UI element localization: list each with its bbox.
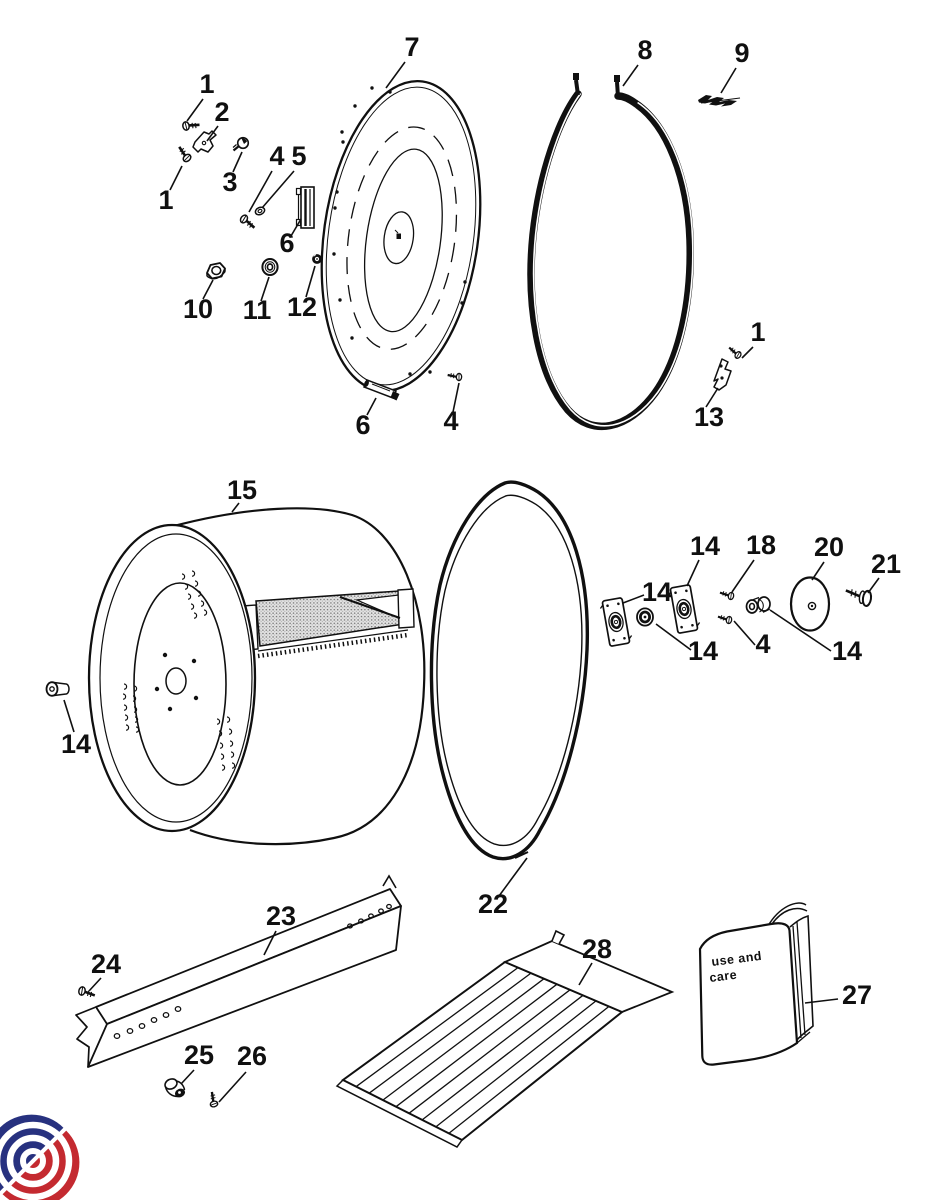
callout-26: 26 xyxy=(237,1041,267,1071)
callout-14b: 14 xyxy=(642,577,672,607)
part-fastener-3 xyxy=(232,136,250,152)
callout-10: 10 xyxy=(183,294,213,324)
part-screw-1a xyxy=(180,118,202,132)
callout-3: 3 xyxy=(222,167,237,197)
part-bushing-25 xyxy=(164,1078,186,1098)
part-screw-4c xyxy=(715,613,734,626)
callout-24: 24 xyxy=(91,949,121,979)
part-pad-6a xyxy=(295,186,315,229)
callout-4c: 4 xyxy=(755,629,770,659)
callout-25: 25 xyxy=(184,1040,214,1070)
part-support-channel-23 xyxy=(75,874,402,1068)
callout-4b: 4 xyxy=(443,406,458,436)
callout-7: 7 xyxy=(404,32,419,62)
part-nut-10 xyxy=(206,262,226,280)
callout-14a: 14 xyxy=(61,729,91,759)
callout-14c: 14 xyxy=(688,636,718,666)
callout-18: 18 xyxy=(746,530,776,560)
callout-23: 23 xyxy=(266,901,296,931)
part-drum-15 xyxy=(87,507,426,846)
part-screw-26 xyxy=(206,1090,220,1109)
part-bearing-plate-14d xyxy=(665,582,703,636)
part-shoulder-screw-21 xyxy=(845,589,873,607)
callout-12: 12 xyxy=(287,292,317,322)
callout-6b: 6 xyxy=(355,410,370,440)
callout-1b: 1 xyxy=(158,185,173,215)
part-front-seal-22 xyxy=(429,480,590,861)
callout-4a: 4 xyxy=(269,141,284,171)
part-heat-shield-28 xyxy=(335,929,675,1148)
callout-27: 27 xyxy=(842,980,872,1010)
callout-8: 8 xyxy=(637,35,652,65)
part-screw-1b xyxy=(173,143,194,165)
part-screw-1c xyxy=(725,344,744,361)
hub-holes xyxy=(154,652,199,712)
callout-20: 20 xyxy=(814,532,844,562)
part-screw-4a xyxy=(237,212,259,232)
callout-labels: 7 1 2 3 1 4 5 6 10 11 12 6 4 8 9 1 13 15… xyxy=(61,32,901,1071)
callout-28: 28 xyxy=(582,934,612,964)
part-rear-bulkhead-7 xyxy=(320,79,482,393)
part-screw-24 xyxy=(76,984,98,1000)
brand-logo xyxy=(0,1114,80,1200)
callout-6a: 6 xyxy=(279,228,294,258)
part-bracket-13 xyxy=(713,358,732,391)
part-bushing-14e xyxy=(745,596,771,614)
rim-holes xyxy=(332,86,467,376)
part-screw-4b xyxy=(446,371,464,382)
part-manual-27: use and care xyxy=(698,902,814,1066)
callout-21: 21 xyxy=(871,549,901,579)
callout-1c: 1 xyxy=(750,317,765,347)
part-spacer-14a xyxy=(45,681,70,697)
callout-2: 2 xyxy=(214,97,229,127)
booklet-title-line2: care xyxy=(709,968,738,985)
part-bearing-disc-20 xyxy=(789,576,831,632)
callout-14e: 14 xyxy=(832,636,862,666)
part-grommet-12 xyxy=(312,254,322,264)
callout-11: 11 xyxy=(243,295,272,325)
part-element-clip-9 xyxy=(698,95,741,107)
callout-5: 5 xyxy=(291,141,306,171)
part-bracket-2 xyxy=(192,130,217,153)
callout-14d: 14 xyxy=(690,531,720,561)
part-washer-5 xyxy=(254,206,266,216)
part-bearing-plate-14b xyxy=(597,595,635,649)
callout-22: 22 xyxy=(478,889,508,919)
callout-9: 9 xyxy=(734,38,749,68)
leader-lines xyxy=(63,61,880,1103)
booklet-title-line1: use and xyxy=(711,949,763,969)
callout-1a: 1 xyxy=(199,69,214,99)
part-glide-strip-6b xyxy=(363,379,400,401)
part-heater-element-8 xyxy=(527,73,694,430)
part-washer-11 xyxy=(261,258,279,276)
part-bearing-14c xyxy=(636,607,654,627)
callout-15: 15 xyxy=(227,475,257,505)
callout-13: 13 xyxy=(694,402,724,432)
